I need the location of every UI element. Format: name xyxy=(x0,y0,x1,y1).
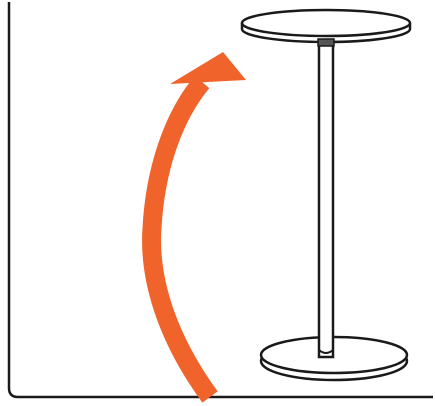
table-pole xyxy=(319,44,333,357)
bistro-table-icon xyxy=(242,10,410,380)
arrow-shaft xyxy=(152,82,210,397)
curved-up-arrow-icon xyxy=(152,52,246,397)
table-collar xyxy=(318,39,334,46)
table-top-surface xyxy=(242,10,410,36)
arrow-head xyxy=(170,52,246,84)
